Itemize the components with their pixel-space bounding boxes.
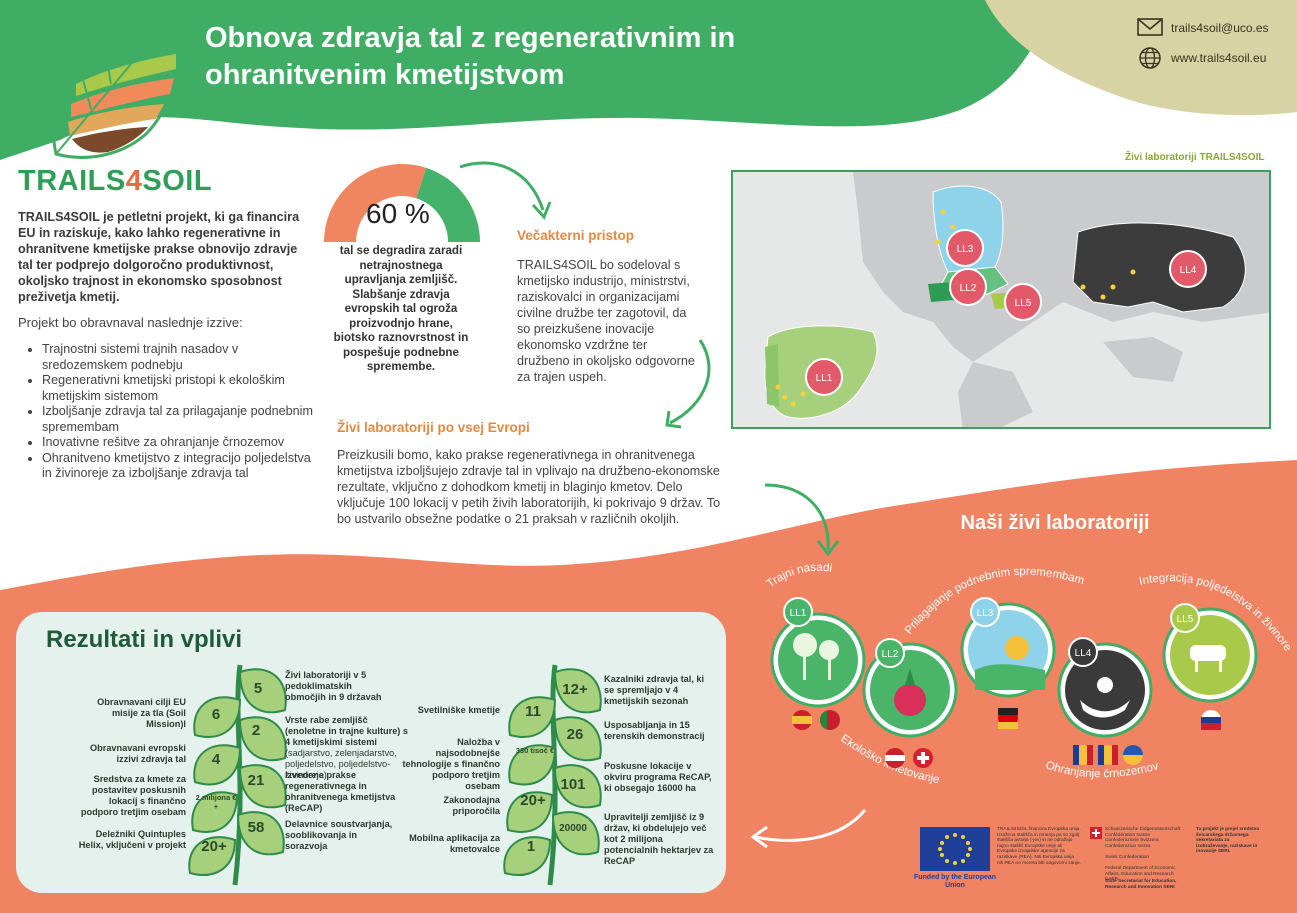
list-item: Regenerativni kmetijski pristopi k ekolo… [42,373,322,404]
result-text: Usposabljanja in 15 terenskih demonstrac… [604,720,705,741]
left-plant [188,664,287,886]
result-text: Kazalniki zdravja tal, ki se spremljajo … [604,674,705,706]
result-text: Zakonodajna priporočila [443,795,500,816]
left-leaf-7: 58 [247,819,265,836]
challenges-list: Trajnostni sistemi trajnih nasadov v sre… [22,342,322,482]
europe-map: LL1 LL2 LL3 LL4 LL5 [731,170,1271,429]
lab-circle-ll5: LL5 [1162,603,1258,703]
svg-text:Trajni nasadi: Trajni nasadi [765,562,833,591]
list-item: Inovativne rešitve za ohranjanje črnozem… [42,435,322,451]
right-leaf-6: 20+ [520,792,546,809]
result-text: Deležniki Quintuples Helix, vključeni v … [78,829,186,850]
eu-funding-label: Funded by the European Union [913,874,997,889]
map-marker-ll4: LL4 [1180,265,1197,276]
right-leaf-8: 1 [526,838,536,855]
map-title: Živi laboratoriji TRAILS4SOIL [1125,152,1265,163]
swiss-secretariat: State Secretariat for Education, Researc… [1105,879,1177,890]
swiss-flag-icon [1090,827,1102,839]
left-leaf-1: 5 [253,680,263,697]
arrow-icon [764,483,840,557]
lab-circle-ll1: LL1 [770,597,866,708]
results-title: Rezultati in vplivi [46,626,243,653]
flag-icons [792,708,1221,768]
left-leaf-5: 21 [247,772,265,789]
right-leaf-1: 12+ [562,681,588,698]
intro-text: TRAILS4SOIL je petletni projekt, ki ga f… [18,210,300,304]
result-text: Delavnice soustvarjanja, sooblikovanja i… [285,819,393,851]
map-marker-ll2: LL2 [960,283,977,294]
globe-icon [1138,46,1162,70]
swiss-confederation-en: Swiss Confederation [1105,855,1149,860]
degradation-gauge [324,164,480,242]
lab-circle-ll2: LL2 [862,638,958,738]
contact-website[interactable]: www.trails4soil.eu [1171,51,1267,65]
arrow-icon [750,809,867,849]
right-leaf-2: 11 [525,703,541,720]
our-labs-title: Naši živi laboratoriji [960,512,1150,534]
svg-text:LL4: LL4 [1075,648,1092,659]
results-panel [16,612,726,893]
eu-flag-icon [920,827,990,871]
right-leaf-3: 26 [566,726,584,743]
map-region-ll4 [1072,222,1246,313]
swiss-note: Ta projekt je prejel sredstva švicarskeg… [1196,827,1260,855]
left-leaf-2: 6 [211,706,221,723]
result-text: Izvedene prakse regenerativnega in ohran… [285,770,396,813]
multi-actor-heading: Večakterni pristop [517,228,635,243]
result-text: Vrste rabe zemljišč (enoletne in trajne … [285,715,409,780]
result-text: Mobilna aplikacija za kmetovalce [409,833,500,854]
brand-wordmark: TRAILS4SOIL [18,165,213,197]
list-item: Izboljšanje zdravja tal za prilagajanje … [42,404,322,435]
left-leaf-4: 4 [211,751,221,768]
gauge-rest-arc [416,167,480,242]
result-text: Upravitelji zemljišč iz 9 držav, ki obde… [604,812,714,866]
stat-text: tal se degradira zaradi netrajnostnega u… [333,244,469,373]
right-leaf-5: 101 [560,776,586,793]
right-leaf-7: 20000 [559,823,587,834]
right-leaf-4: 330 tisoč € [515,746,555,755]
lab-circle-ll3: LL3 [960,597,1056,698]
result-text: Sredstva za kmete za postavitev poskusni… [80,774,186,817]
left-leaf-3: 2 [251,722,261,739]
arrow-icon [459,161,552,220]
svg-text:LL3: LL3 [977,608,994,619]
email-icon [1137,17,1163,37]
result-text: Svetilniške kmetije [417,705,500,715]
page-title: Obnova zdravja tal z regenerativnim in o… [205,22,736,91]
trails4soil-leaf-logo [51,18,183,159]
contact-email[interactable]: trails4soil@uco.es [1171,21,1269,35]
svg-text:LL2: LL2 [882,649,899,660]
result-text: Živi laboratoriji v 5 pedoklimatskih obm… [285,670,382,702]
result-text: Obravnavani cilji EU misije za tla (Soil… [97,697,186,729]
stat-value: 60 % [366,198,430,229]
svg-text:LL1: LL1 [790,608,807,619]
labs-diagram: Trajni nasadi Prilagajanje podnebnim spr… [745,540,1294,786]
list-item: Ohranitveno kmetijstvo z integracijo pol… [42,451,322,482]
living-labs-text: Preizkusili bomo, kako prakse regenerati… [337,448,721,526]
svg-text:LL5: LL5 [1177,614,1194,625]
right-plant [503,664,602,886]
gauge-degraded-arc [324,164,427,242]
map-marker-ll3: LL3 [957,244,974,255]
living-labs-heading: Živi laboratoriji po vsej Evropi [337,420,530,435]
left-leaf-6: 2 milijona €+ [195,793,237,811]
challenges-intro: Projekt bo obravnaval naslednje izzive: [18,315,243,330]
multi-actor-text: TRAILS4SOIL bo sodeloval s kmetijsko ind… [517,258,695,384]
list-item: Trajnostni sistemi trajnih nasadov v sre… [42,342,322,373]
map-marker-ll5: LL5 [1015,298,1032,309]
arrow-icon [665,339,711,429]
result-text: Obravnavani evropski izzivi zdravja tal [89,743,186,764]
result-text: Naložba v najsodobnejše tehnologije s fi… [402,737,501,791]
swiss-confederation: Schweizerische Eidgenossenschaft Confédé… [1105,827,1181,849]
lab-theme-ll1: Trajni nasadi [765,562,833,591]
eu-disclaimer: TRAILS4SOIL financira Evropska unija. Iz… [997,827,1081,866]
lab-circle-ll4: LL4 [1057,637,1153,738]
map-marker-ll1: LL1 [816,373,833,384]
left-leaf-8: 20+ [201,838,227,855]
result-text: Poskusne lokacije v okviru programa ReCA… [604,761,712,793]
swiss-department: Federal Department of Economic Affairs, … [1105,866,1176,883]
